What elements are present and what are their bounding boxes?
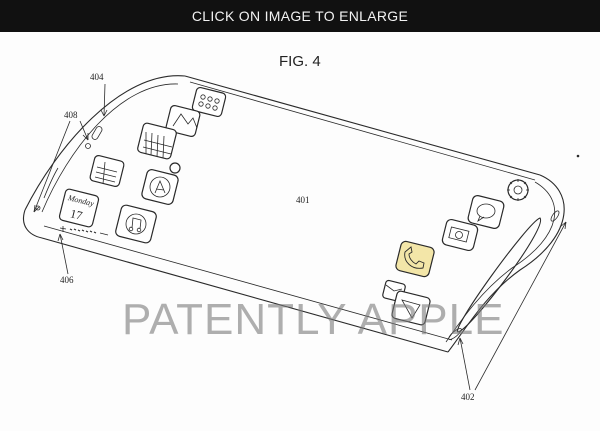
watermark: PATENTLY APPLE	[122, 295, 504, 344]
side-slot	[457, 217, 541, 333]
callout-408: 408	[33, 110, 89, 213]
app-store-icon[interactable]	[141, 169, 179, 206]
callout-404: 404	[90, 72, 108, 117]
curved-device	[23, 75, 565, 353]
ref-408: 408	[64, 110, 78, 120]
calendar-icon[interactable]: Monday 17	[58, 188, 100, 228]
ref-402: 402	[461, 392, 475, 402]
phone-icon[interactable]	[395, 240, 435, 278]
ref-406: 406	[60, 275, 74, 285]
callout-402: 402	[457, 221, 567, 402]
spreadsheet-icon[interactable]	[137, 122, 177, 160]
ref-display-401: 401	[296, 195, 310, 205]
settings-icon[interactable]	[507, 179, 529, 201]
callout-406: 406	[57, 233, 74, 285]
music-icon[interactable]	[115, 204, 158, 244]
ref-404: 404	[90, 72, 104, 82]
volume-indicator[interactable]	[59, 226, 109, 236]
sensor-dot-right	[576, 154, 580, 158]
speaker-slot	[91, 126, 103, 140]
chat-icon[interactable]	[169, 162, 181, 174]
enlarge-label: CLICK ON IMAGE TO ENLARGE	[191, 8, 409, 24]
patent-drawing[interactable]: FIG. 4 401	[0, 32, 600, 431]
camera-icon[interactable]	[441, 218, 479, 252]
side-buttons[interactable]	[447, 210, 560, 341]
enlarge-banner[interactable]: CLICK ON IMAGE TO ENLARGE	[0, 0, 600, 32]
calculator-icon[interactable]	[191, 86, 227, 118]
calendar-day: 17	[69, 206, 84, 222]
notes-icon[interactable]	[89, 155, 125, 187]
messages-icon[interactable]	[467, 195, 505, 230]
front-camera	[85, 143, 91, 149]
figure-title: FIG. 4	[279, 53, 321, 70]
left-curved-edge	[24, 75, 186, 211]
photos-icon[interactable]	[165, 105, 201, 137]
video-icon[interactable]	[391, 290, 431, 326]
